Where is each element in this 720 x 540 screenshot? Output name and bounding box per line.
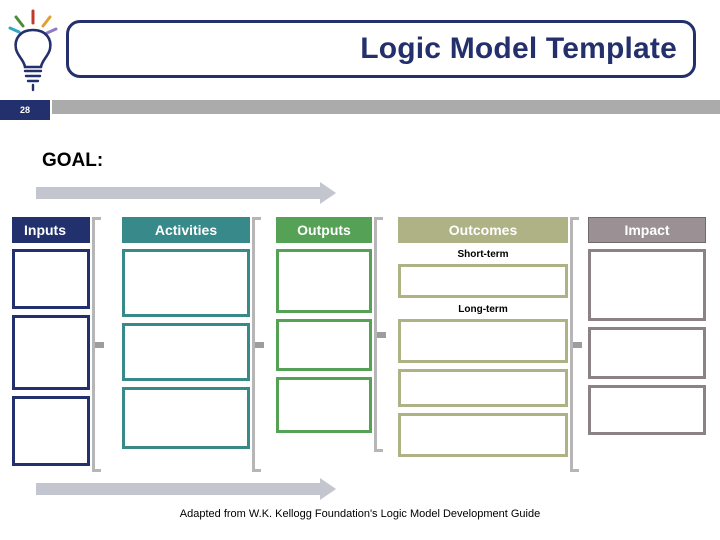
goal-flow-arrow xyxy=(36,182,336,204)
title-box: Logic Model Template xyxy=(66,20,696,78)
output-box-3[interactable] xyxy=(276,377,372,433)
connector-line xyxy=(374,217,377,452)
column-header-outputs: Outputs xyxy=(276,217,372,243)
connector-activities-outputs xyxy=(252,217,266,472)
column-header-activities: Activities xyxy=(122,217,250,243)
lightbulb-icon xyxy=(8,9,58,92)
outcomes-short-term-label: Short-term xyxy=(457,249,509,260)
column-impact: Impact xyxy=(588,217,706,435)
connector-outcomes-impact xyxy=(570,217,584,472)
column-label-outputs: Outputs xyxy=(297,222,351,238)
input-box-3[interactable] xyxy=(12,396,90,466)
impact-box-2[interactable] xyxy=(588,327,706,379)
outcome-long-term-box-3[interactable] xyxy=(398,413,568,457)
activity-box-3[interactable] xyxy=(122,387,250,449)
impact-flow-arrow xyxy=(36,478,336,500)
goal-label: GOAL: xyxy=(42,150,104,171)
activity-box-2[interactable] xyxy=(122,323,250,381)
connector-cap-bottom xyxy=(374,449,383,452)
column-label-impact: Impact xyxy=(624,222,670,238)
column-inputs: Inputs xyxy=(12,217,90,466)
outcome-long-term-box-1[interactable] xyxy=(398,319,568,363)
page-title: Logic Model Template xyxy=(360,32,677,65)
column-activities: Activities xyxy=(122,217,250,449)
connector-cap-top xyxy=(570,217,579,220)
header-rule xyxy=(52,100,720,114)
page-number-badge: 28 xyxy=(0,100,50,120)
column-label-inputs: Inputs xyxy=(24,222,66,238)
connector-cap-bottom xyxy=(92,469,101,472)
impact-box-1[interactable] xyxy=(588,249,706,321)
connector-arrow-nub xyxy=(95,341,104,348)
output-box-2[interactable] xyxy=(276,319,372,371)
connector-arrow-nub xyxy=(573,341,582,348)
connector-outputs-outcomes xyxy=(374,217,388,452)
attribution-text: Adapted from W.K. Kellogg Foundation's L… xyxy=(179,508,541,520)
connector-inputs-activities xyxy=(92,217,106,472)
connector-cap-bottom xyxy=(252,469,261,472)
column-label-activities: Activities xyxy=(154,222,218,238)
connector-line xyxy=(252,217,255,472)
slide-header: Logic Model Template xyxy=(0,0,720,100)
arrow-shaft xyxy=(36,187,320,199)
arrow-shaft xyxy=(36,483,320,495)
outcome-short-term-box[interactable] xyxy=(398,264,568,298)
output-box-1[interactable] xyxy=(276,249,372,313)
connector-arrow-nub xyxy=(377,331,386,338)
connector-arrow-nub xyxy=(255,341,264,348)
connector-cap-top xyxy=(92,217,101,220)
column-header-outcomes: Outcomes xyxy=(398,217,568,243)
column-outcomes: Outcomes Short-term Long-term xyxy=(398,217,568,457)
outcomes-long-term-label: Long-term xyxy=(458,304,508,315)
arrow-head xyxy=(320,182,336,204)
arrow-head xyxy=(320,478,336,500)
connector-cap-bottom xyxy=(570,469,579,472)
connector-cap-top xyxy=(252,217,261,220)
input-box-2[interactable] xyxy=(12,315,90,390)
column-outputs: Outputs xyxy=(276,217,372,433)
activity-box-1[interactable] xyxy=(122,249,250,317)
connector-line xyxy=(570,217,573,472)
connector-line xyxy=(92,217,95,472)
column-label-outcomes: Outcomes xyxy=(448,222,518,238)
connector-cap-top xyxy=(374,217,383,220)
input-box-1[interactable] xyxy=(12,249,90,309)
column-header-impact: Impact xyxy=(588,217,706,243)
outcome-long-term-box-2[interactable] xyxy=(398,369,568,407)
column-header-inputs: Inputs xyxy=(12,217,90,243)
impact-box-3[interactable] xyxy=(588,385,706,435)
